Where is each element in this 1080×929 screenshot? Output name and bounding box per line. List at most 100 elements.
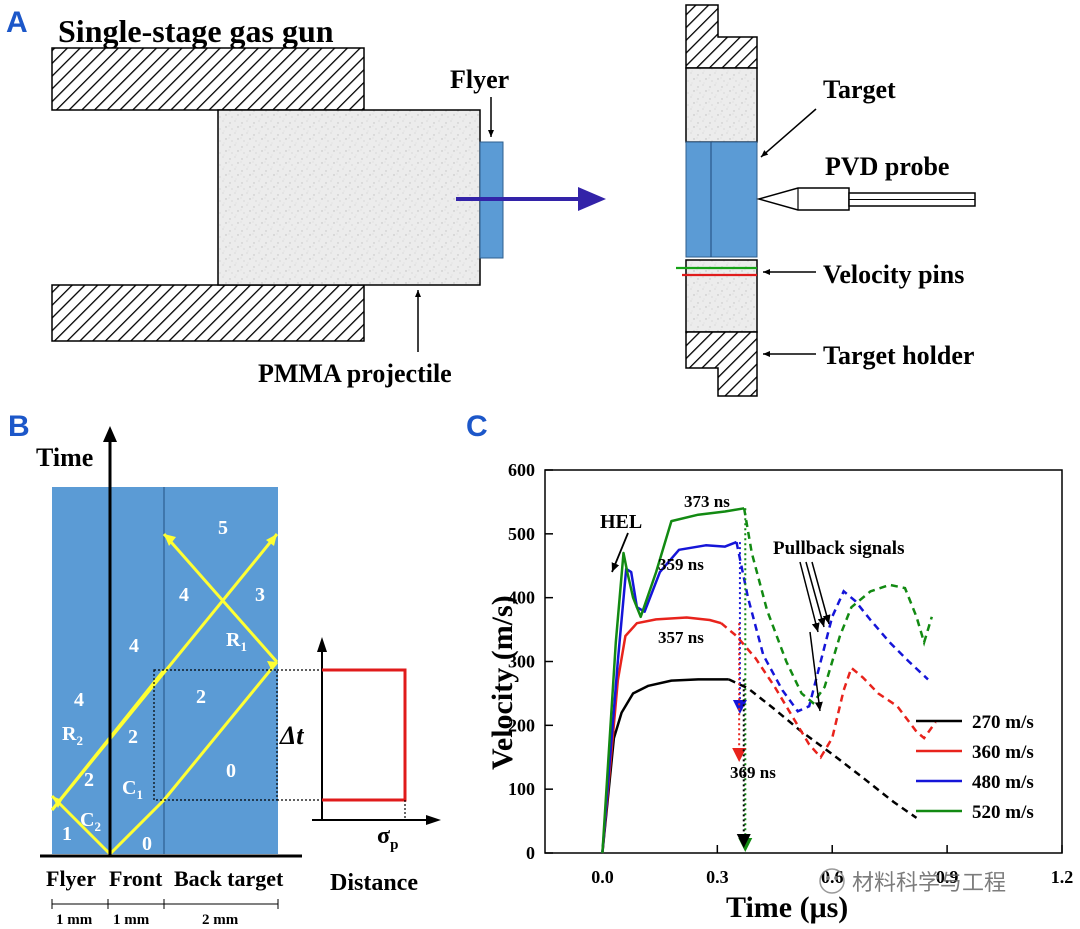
series-3-extrapolated [742, 508, 933, 705]
layer-back-target: Back target [174, 866, 284, 891]
panel-b-letter: B [8, 410, 30, 443]
watermark-icon-dot-2 [834, 876, 838, 880]
time-axis-label: Time [36, 443, 93, 472]
y-tick-label: 600 [508, 460, 535, 480]
series-1-measured [601, 616, 722, 854]
x-axis-label: Time (μs) [726, 891, 848, 924]
wave-r2-head [266, 534, 277, 546]
label-c2: C2 [80, 809, 101, 834]
marker-359-label: 359 ns [658, 555, 704, 574]
marker-1-head [732, 700, 747, 714]
region-3: 3 [255, 584, 265, 606]
target-sample [685, 141, 758, 258]
chart-markers [732, 508, 753, 852]
projectile-label: PMMA projectile [258, 359, 452, 388]
region-1: 1 [62, 823, 72, 845]
pullback-pointer-4 [809, 631, 823, 712]
panel-b: B 1 0 2 2 2 4 4 4 3 5 0 R2 C2 C1 [8, 410, 441, 928]
watermark-icon [819, 868, 845, 894]
panel-a-letter: A [6, 6, 28, 39]
y-tick-label: 400 [508, 588, 535, 608]
region-4-flyer: 4 [74, 689, 84, 711]
delta-t-box [153, 669, 278, 801]
y-tick-label: 500 [508, 524, 535, 544]
x-tick-label: 0.6 [821, 867, 844, 887]
series-0-extrapolated [728, 678, 918, 819]
series-1-extrapolated [720, 622, 937, 760]
x-tick-label: 0.3 [706, 867, 729, 887]
region-2-front: 2 [128, 726, 138, 748]
region-5: 5 [218, 517, 228, 539]
marker-369-label: 369 ns [730, 763, 776, 782]
chart-series [601, 507, 937, 854]
pullback-label: Pullback signals [773, 538, 904, 559]
legend-label-3: 520 m/s [972, 802, 1034, 823]
hel-label: HEL [600, 511, 642, 533]
hel-pointer [611, 532, 629, 573]
panel-c-letter: C [466, 410, 488, 443]
barrel-top-wall [51, 47, 365, 111]
watermark-icon-dot-1 [826, 876, 830, 880]
marker-3-head [736, 834, 751, 848]
stress-pulse [322, 668, 407, 802]
barrel-bottom-wall [51, 284, 365, 342]
x-tick-label: 0.0 [591, 867, 614, 887]
layer-flyer: Flyer [46, 866, 96, 891]
series-0-measured [601, 678, 729, 854]
region-2-back: 2 [196, 686, 206, 708]
wave-r1 [162, 533, 279, 663]
x-tick-label: 0.9 [936, 867, 959, 887]
wave-c2-head [52, 796, 62, 808]
series-2-extrapolated [735, 541, 929, 713]
target-upper-block [685, 67, 758, 143]
target-lower-block [685, 259, 758, 333]
wave-c2 [50, 794, 112, 856]
label-r1: R1 [226, 629, 247, 654]
sigma-p-label: σp [377, 823, 398, 853]
holder-bottom [685, 331, 758, 397]
legend-label-2: 480 m/s [972, 772, 1034, 793]
pins-label: Velocity pins [823, 260, 964, 289]
thickness-front: 1 mm [113, 912, 150, 928]
target-pointer [760, 108, 817, 158]
y-tick-label: 200 [508, 715, 535, 735]
distance-axis-label: Distance [330, 870, 418, 896]
region-4-back: 4 [179, 584, 189, 606]
wave-r1-head [164, 534, 176, 546]
wave-c1-head [267, 661, 277, 671]
legend-label-1: 360 m/s [972, 742, 1034, 763]
pvd-label: PVD probe [825, 152, 949, 181]
series-3-measured [601, 507, 745, 854]
watermark-text: 材料科学与工程 [852, 871, 1006, 896]
holder-top [685, 4, 758, 69]
region-2-flyer: 2 [84, 769, 94, 791]
pullback-pointer-2 [805, 561, 826, 628]
legend-label-0: 270 m/s [972, 712, 1034, 733]
pvd-probe-tip [756, 187, 850, 211]
target-label: Target [823, 75, 896, 104]
inset-vertical-head [317, 637, 327, 652]
wave-r2-continued [50, 533, 279, 811]
label-r2: R2 [62, 723, 83, 748]
watermark: 材料科学与工程 [819, 868, 1006, 896]
marker-2-head [732, 748, 747, 762]
series-2-measured [601, 540, 737, 854]
y-tick-label: 0 [526, 843, 535, 863]
pmma-projectile [217, 109, 481, 286]
chart-ticks: 0 100 200 300 400 500 600 0.0 0.3 0.6 0.9 1.2 [508, 460, 1073, 887]
x-tick-label: 1.2 [1051, 867, 1074, 887]
delta-t-label: Δt [279, 721, 304, 750]
region-4-front: 4 [129, 635, 139, 657]
y-tick-label: 300 [508, 652, 535, 672]
label-c1: C1 [122, 777, 143, 802]
region-0-front: 0 [142, 833, 152, 855]
marker-357-label: 357 ns [658, 628, 704, 647]
panel-a: A Single-stage gas gun Flyer PMMA projec… [6, 4, 976, 397]
thickness-flyer: 1 mm [56, 912, 93, 928]
region-0-back: 0 [226, 760, 236, 782]
y-tick-label: 100 [508, 779, 535, 799]
thickness-back: 2 mm [202, 912, 239, 928]
time-axis-head [103, 426, 117, 442]
pullback-pointer-3 [811, 561, 831, 625]
